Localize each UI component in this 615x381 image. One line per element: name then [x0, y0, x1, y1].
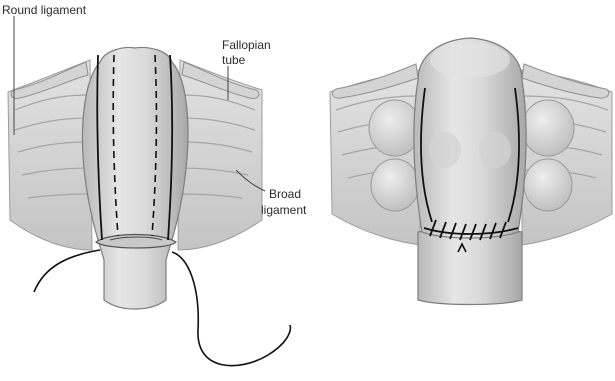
left-suture-thread-right	[172, 252, 290, 366]
right-lower-segment	[418, 229, 522, 305]
round-ligament-label: Round ligament	[2, 3, 86, 17]
right-lobe-right-lower	[524, 159, 572, 211]
right-uterus-illustration	[330, 38, 612, 305]
broad-ligament-label-line1: Broad	[269, 187, 301, 201]
right-lobe-left-lower	[371, 159, 419, 211]
left-suture-thread-left	[34, 250, 100, 292]
fallopian-tube-label-line1: Fallopian	[222, 38, 271, 52]
right-lobe-left-upper	[369, 100, 421, 156]
broad-ligament-label-line2: ligament	[261, 203, 306, 217]
right-lobe-right-upper	[522, 100, 574, 156]
fallopian-tube-label-line2: tube	[222, 53, 245, 67]
left-uterus-illustration	[8, 16, 290, 366]
